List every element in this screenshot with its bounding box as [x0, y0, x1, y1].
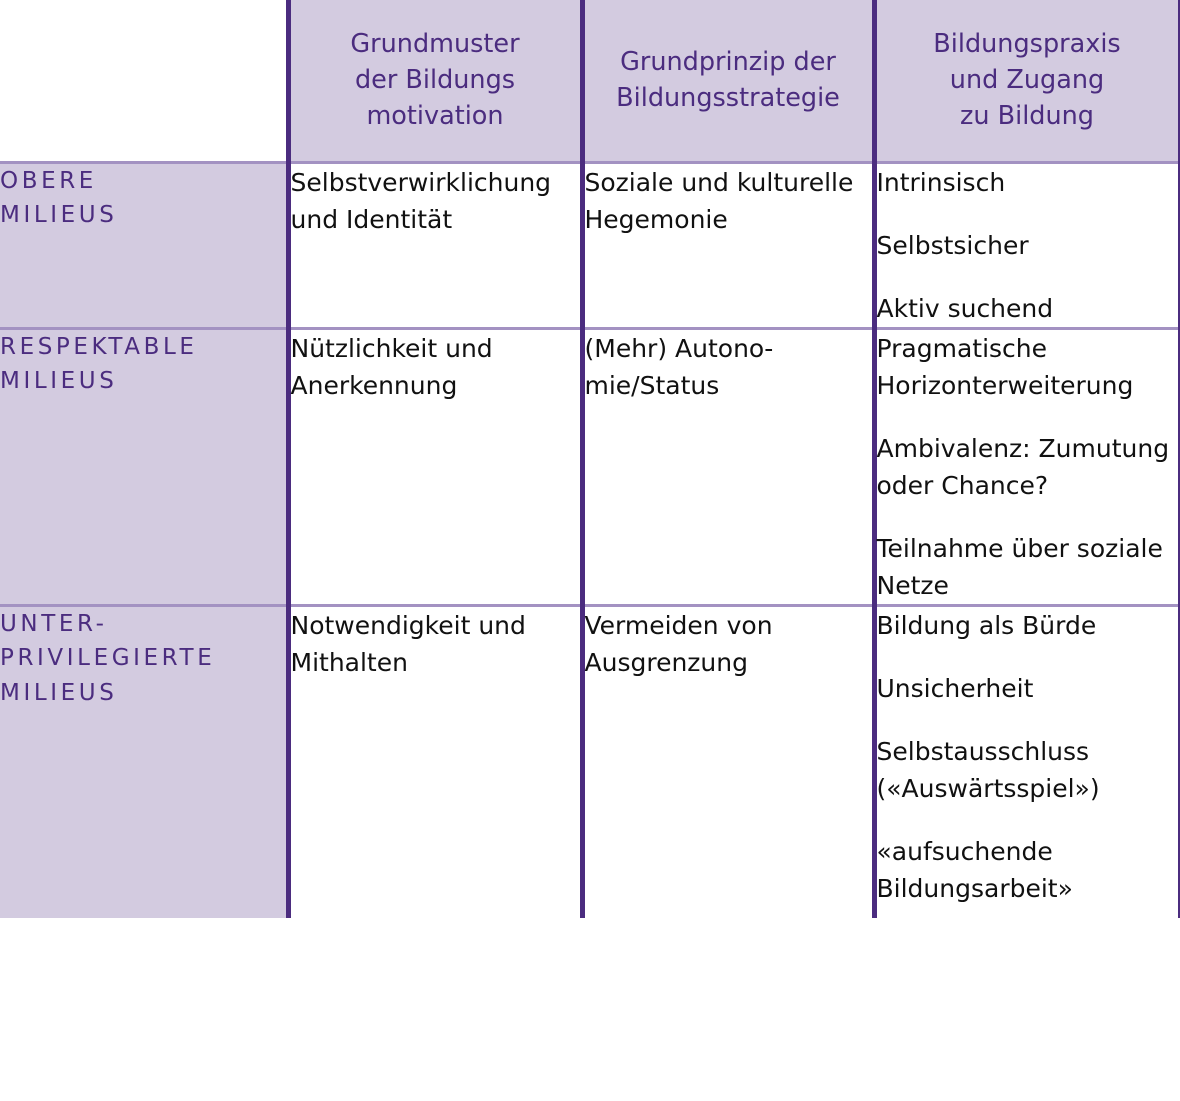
column-header-line: zu Bildung [959, 101, 1094, 132]
row-header-line: MILIEUS [0, 202, 118, 229]
bottom-filler-col [285, 906, 582, 918]
bottom-filler-col [579, 906, 874, 918]
row-header-line: OBERE [0, 167, 97, 194]
cell-paragraph: Intrinsisch [876, 167, 1006, 197]
cell-unterprivilegierte-grundmuster: Notwendigkeit und Mithalten [285, 603, 582, 907]
table-row: UNTER- PRIVILEGIERTE MILIEUS Notwendigke… [0, 603, 1180, 907]
bottom-filler-label [0, 906, 288, 918]
cell-respektable-grundprinzip: (Mehr) Autono­mie/Status [579, 326, 874, 605]
column-header-bildungspraxis: Bildungspraxis und Zugang zu Bildung [871, 0, 1180, 162]
cell-paragraph: Vermeiden von Ausgrenzung [584, 610, 773, 677]
cell-paragraph: Nützlichkeit und Anerkennung [290, 333, 493, 400]
column-header-line: der Bildungs [354, 65, 516, 96]
row-header-unterprivilegierte-milieus: UNTER- PRIVILEGIERTE MILIEUS [0, 603, 288, 907]
cell-respektable-grundmuster: Nützlichkeit und Anerkennung [285, 326, 582, 605]
row-header-line: MILIEUS [0, 680, 118, 707]
cell-paragraph: Selbstsicher [876, 230, 1029, 260]
cell-paragraph: Unsicherheit [876, 673, 1034, 703]
cell-respektable-bildungspraxis: Pragmatische Horizonterweite­rung Ambiva… [871, 326, 1180, 605]
table-bottom-filler [0, 906, 1180, 918]
column-header-grundprinzip: Grundprinzip der Bildungsstrategie [579, 0, 874, 162]
cell-paragraph: Soziale und kultu­relle Hegemonie [584, 167, 854, 234]
cell-paragraph: «aufsuchende Bildungsarbeit» [876, 836, 1073, 903]
cell-paragraph: Notwendigkeit und Mithalten [290, 610, 526, 677]
column-header-line: Grundmuster [350, 28, 520, 59]
column-header-line: Bildungsstrategie [616, 83, 840, 114]
table-header-row: Grundmuster der Bildungs motivation Grun… [0, 0, 1180, 162]
cell-obere-grundprinzip: Soziale und kultu­relle Hegemonie [579, 160, 874, 328]
row-header-line: UNTER- [0, 610, 108, 637]
cell-paragraph: Pragmatische Horizonterweite­rung [876, 333, 1134, 400]
row-header-line: RESPEKTABLE [0, 333, 198, 360]
cell-paragraph: (Mehr) Autono­mie/Status [584, 333, 774, 400]
column-header-line: motivation [366, 101, 504, 132]
cell-paragraph: Teilnahme über soziale Netze [876, 533, 1163, 600]
row-header-line: MILIEUS [0, 368, 118, 395]
comparison-table: Grundmuster der Bildungs motivation Grun… [0, 0, 1180, 918]
cell-obere-grundmuster: Selbstverwirk­lichung und Identität [285, 160, 582, 328]
cell-paragraph: Ambivalenz: Zumutung oder Chance? [876, 433, 1170, 500]
corner-cell [0, 0, 288, 162]
table-row: OBERE MILIEUS Selbstverwirk­lichung und … [0, 160, 1180, 328]
table-row: RESPEKTABLE MILIEUS Nützlichkeit und Ane… [0, 326, 1180, 605]
column-header-line: Grundprinzip der [620, 47, 836, 78]
column-header-grundmuster: Grundmuster der Bildungs motivation [285, 0, 582, 162]
row-header-respektable-milieus: RESPEKTABLE MILIEUS [0, 326, 288, 605]
column-header-line: und Zugang [949, 65, 1105, 96]
column-header-line: Bildungspraxis [933, 28, 1121, 59]
row-header-obere-milieus: OBERE MILIEUS [0, 160, 288, 328]
cell-paragraph: Bildung als Bürde [876, 610, 1097, 640]
cell-paragraph: Aktiv suchend [876, 293, 1054, 323]
cell-obere-bildungspraxis: Intrinsisch Selbstsicher Aktiv suchend [871, 160, 1180, 328]
cell-paragraph: Selbstausschluss («Auswärtsspiel») [876, 736, 1100, 803]
bottom-filler-col [871, 906, 1180, 918]
row-header-line: PRIVILEGIERTE [0, 645, 216, 672]
cell-unterprivilegierte-bildungspraxis: Bildung als Bürde Unsicherheit Selbstaus… [871, 603, 1180, 907]
cell-unterprivilegierte-grundprinzip: Vermeiden von Ausgrenzung [579, 603, 874, 907]
cell-paragraph: Selbstverwirk­lichung und Identität [290, 167, 552, 234]
